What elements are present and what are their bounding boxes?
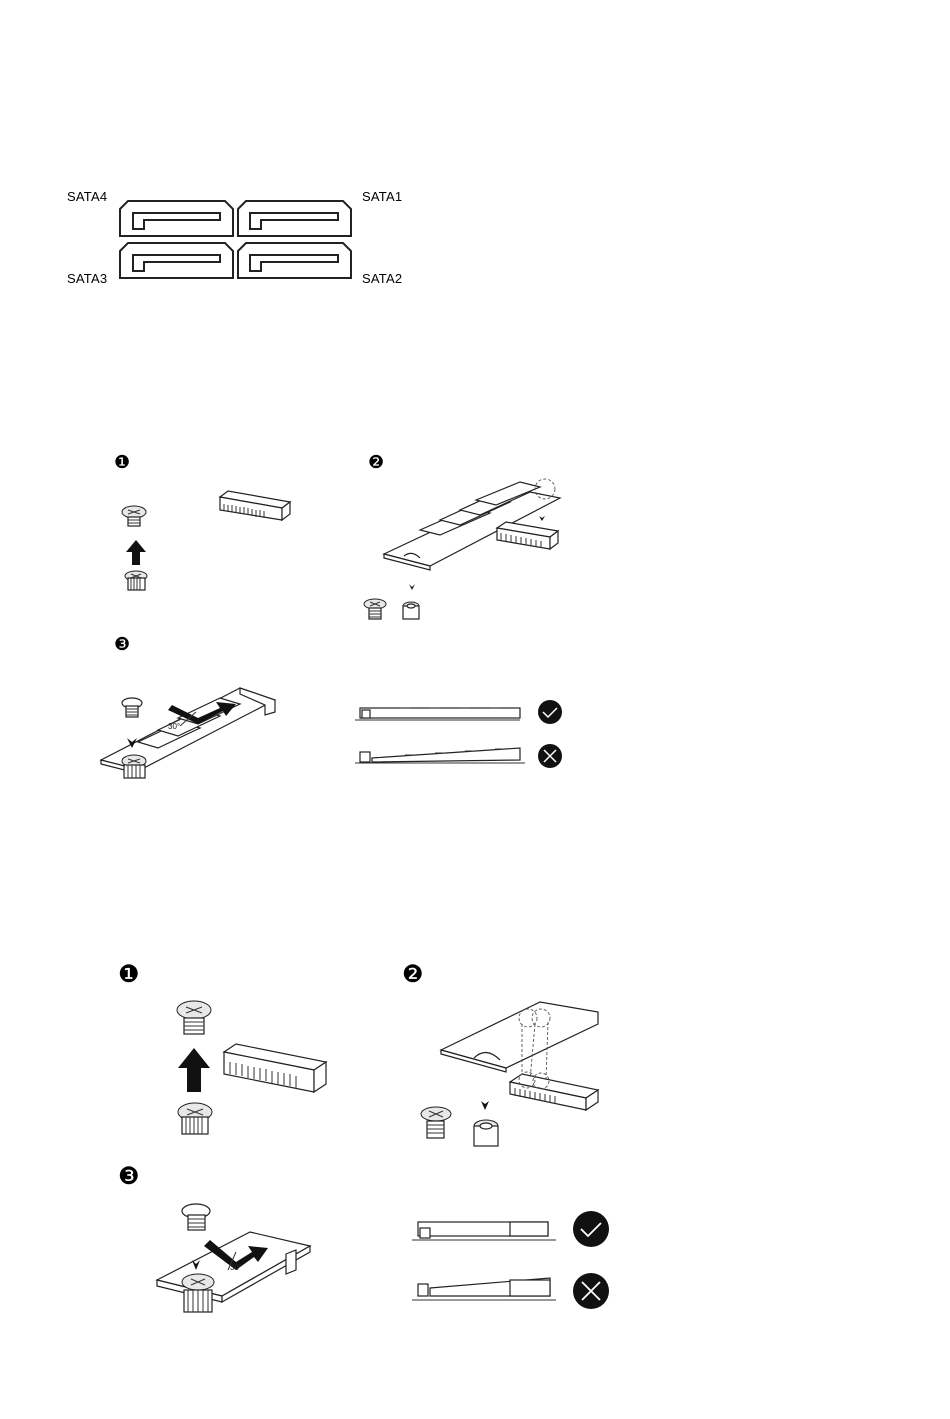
m2-card-angled bbox=[441, 1002, 598, 1080]
cross-icon bbox=[573, 1273, 609, 1309]
arrow-up-icon bbox=[178, 1048, 210, 1092]
m2-connector bbox=[224, 1044, 326, 1092]
check-icon bbox=[573, 1211, 609, 1247]
screw-icon bbox=[421, 1107, 451, 1138]
standoff-icon bbox=[182, 1274, 214, 1312]
screw-icon bbox=[177, 1001, 211, 1034]
side-view-wrong bbox=[412, 1278, 556, 1300]
side-view-correct bbox=[412, 1222, 556, 1240]
screw-icon bbox=[182, 1204, 210, 1230]
standoff-icon bbox=[474, 1120, 498, 1146]
m2-connector bbox=[510, 1072, 598, 1110]
angle-label: 30° bbox=[230, 1263, 242, 1272]
standoff-icon bbox=[178, 1103, 212, 1134]
arrow-down-icon bbox=[481, 1088, 489, 1110]
